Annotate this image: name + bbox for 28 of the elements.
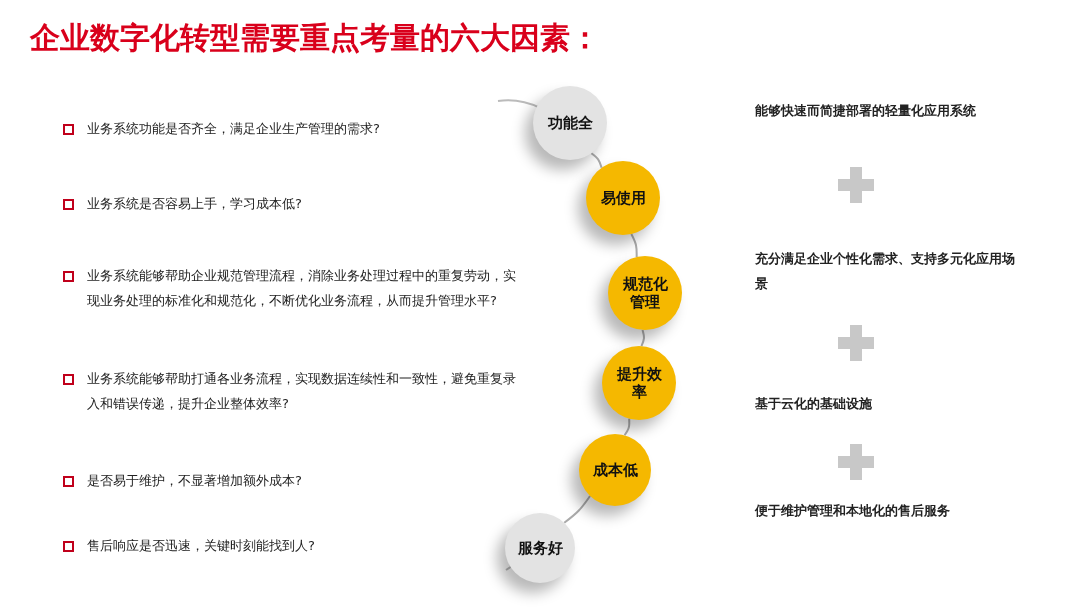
bullet-text: 业务系统是否容易上手，学习成本低? xyxy=(87,195,303,213)
circle-node xyxy=(533,86,607,160)
feature-text: 充分满足企业个性化需求、支持多元化应用场景 xyxy=(755,250,1016,293)
feature-text: 便于维护管理和本地化的售后服务 xyxy=(755,502,951,520)
connector-line xyxy=(590,152,603,169)
circle-node xyxy=(586,161,660,235)
bullet-text: 业务系统能够帮助企业规范管理流程，消除业务处理过程中的重复劳动，实现业务处理的标准化和规范化，不断优化业务流程，从而提升管理水平? xyxy=(87,267,517,310)
node-label: 规范化管理 xyxy=(622,275,668,311)
connector-line xyxy=(563,494,592,524)
connector-line xyxy=(640,328,645,348)
circle-node xyxy=(579,434,651,506)
node-label: 服务好 xyxy=(517,539,563,557)
bullet-text: 售后响应是否迅速，关键时刻能找到人? xyxy=(87,537,316,555)
feature-text: 基于云化的基础设施 xyxy=(755,395,873,413)
circle-node xyxy=(608,256,682,330)
bullet-text: 业务系统功能是否齐全，满足企业生产管理的需求? xyxy=(87,120,381,138)
node-label: 成本低 xyxy=(592,461,638,479)
bullet-text: 业务系统能够帮助打通各业务流程，实现数据连续性和一致性，避免重复录入和错误传递，提升企业整体效率? xyxy=(87,370,517,413)
bullet-text: 是否易于维护，不显著增加额外成本? xyxy=(87,472,303,490)
node-label: 易使用 xyxy=(600,189,646,207)
feature-text: 能够快速而简捷部署的轻量化应用系统 xyxy=(755,102,977,120)
connector-line xyxy=(623,417,631,437)
node-label: 功能全 xyxy=(547,114,593,132)
title: 企业数字化转型需要重点考量的六大因素： xyxy=(30,19,600,57)
circle-node xyxy=(602,346,676,420)
circle-node xyxy=(505,513,575,583)
connector-line xyxy=(630,233,638,258)
node-label: 提升效率 xyxy=(616,365,662,401)
